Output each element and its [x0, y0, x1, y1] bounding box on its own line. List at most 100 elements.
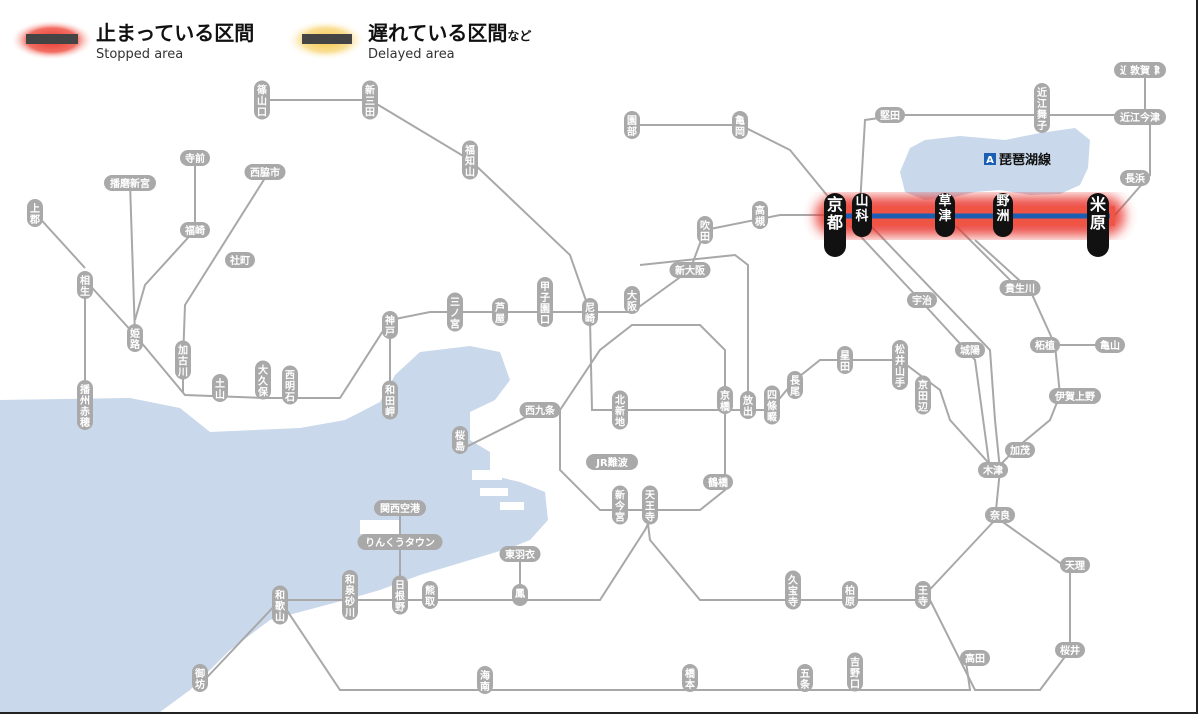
station-nishikujo-label: 西九条	[525, 404, 556, 417]
station-yamashina-label: 山科	[855, 193, 868, 224]
station-nara[interactable]: 奈良	[985, 507, 1015, 523]
station-kashiwara-label: 柏原	[845, 584, 855, 608]
station-ashiya[interactable]: 芦屋	[492, 298, 508, 326]
station-koshienguchi-label: 甲子園口	[540, 281, 550, 326]
station-kobe[interactable]: 神戸	[382, 311, 398, 339]
station-joyo[interactable]: 城陽	[955, 342, 985, 358]
station-sakurajima[interactable]: 桜島	[452, 426, 468, 454]
station-takada[interactable]: 高田	[960, 650, 990, 666]
station-tsuchiyama[interactable]: 土山	[212, 374, 228, 402]
station-kyotanabe[interactable]: 京田辺	[915, 375, 931, 415]
station-katata[interactable]: 堅田	[875, 107, 905, 123]
station-kizu[interactable]: 木津	[978, 462, 1008, 478]
station-higashihagoromo[interactable]: 東羽衣	[499, 546, 541, 562]
station-wakayama[interactable]: 和歌山	[272, 585, 288, 625]
station-takatsuki[interactable]: 高槻	[752, 201, 768, 229]
station-matsuiyamate-label: 松井山手	[895, 343, 905, 389]
station-kamigori[interactable]: 上郡	[27, 199, 43, 227]
station-maibara[interactable]	[1087, 193, 1109, 257]
station-aioi-label: 相生	[80, 274, 90, 298]
station-shinimamiya[interactable]: 新今宮	[612, 485, 628, 525]
station-tsuruhashi[interactable]: 鶴橋	[703, 474, 733, 490]
station-gojo[interactable]: 五条	[797, 664, 813, 692]
station-yamashina[interactable]	[852, 193, 872, 237]
station-harimashinguu[interactable]: 播磨新宮	[104, 175, 156, 191]
station-hashimoto[interactable]: 橋本	[682, 664, 698, 692]
station-aioi[interactable]: 相生	[77, 271, 93, 299]
station-sonobe[interactable]: 園部	[624, 111, 640, 139]
station-kitashinchi-label: 北新地	[615, 394, 625, 429]
station-kyobashi[interactable]: 京橋	[717, 386, 733, 414]
station-amagasaki[interactable]: 尼崎	[582, 298, 598, 326]
station-shinsanda[interactable]: 新三田	[362, 80, 378, 120]
station-sasayamaguchi[interactable]: 篠山口	[254, 80, 270, 120]
station-kibukawa[interactable]: 貴生川	[999, 280, 1041, 296]
station-omi_maiko[interactable]: 近江舞子	[1034, 83, 1050, 133]
station-omi_imazu[interactable]: 近江今津	[1114, 109, 1166, 125]
station-shinosaka[interactable]: 新大阪	[669, 262, 711, 278]
biwako-line-label: A 琵琶湖線	[984, 152, 1052, 168]
station-nishiwakishi[interactable]: 西脇市	[244, 164, 286, 180]
station-kakogawa[interactable]: 加古川	[175, 340, 191, 380]
station-nishikujo[interactable]: 西九条	[519, 402, 561, 418]
station-yasu[interactable]	[993, 193, 1013, 237]
station-kyuhoji[interactable]: 久宝寺	[785, 570, 801, 610]
station-jrnamba[interactable]: JR難波	[586, 454, 638, 470]
station-shinhoshida[interactable]: 星田	[837, 346, 853, 374]
station-osaka-label: 大阪	[627, 289, 638, 313]
station-koshienguchi[interactable]: 甲子園口	[537, 277, 553, 327]
station-sakurai[interactable]: 桜井	[1055, 642, 1085, 658]
station-kyoto[interactable]	[824, 193, 846, 257]
station-banshuako[interactable]: 播州赤穂	[77, 380, 93, 430]
station-otori[interactable]: 鳳	[512, 584, 528, 606]
station-yasu-label: 野洲	[996, 194, 1009, 224]
station-kitashinchi[interactable]: 北新地	[612, 390, 628, 430]
station-iga_ueno[interactable]: 伊賀上野	[1049, 388, 1101, 404]
station-tsuge[interactable]: 柘植	[1030, 337, 1060, 353]
station-kamo[interactable]: 加茂	[1005, 442, 1035, 458]
station-nagahama[interactable]: 長浜	[1120, 170, 1150, 186]
station-sannomiya[interactable]: 三ノ宮	[447, 292, 463, 332]
station-uji[interactable]: 宇治	[907, 292, 937, 308]
station-sannomiya-label: 三ノ宮	[450, 297, 460, 331]
station-hineno[interactable]: 日根野	[392, 575, 408, 615]
station-tenri[interactable]: 天理	[1060, 557, 1090, 573]
station-tsuruhashi-label: 鶴橋	[708, 476, 729, 489]
station-izumisunagawa[interactable]: 和泉砂川	[342, 570, 358, 620]
station-yoshinoguchi[interactable]: 吉野口	[847, 652, 863, 692]
station-tsuruga-label: 敦賀	[1130, 64, 1150, 77]
station-wadamisaki[interactable]: 和田岬	[382, 380, 398, 420]
station-yashiro[interactable]: 社町	[225, 252, 255, 268]
station-gobo[interactable]: 御坊	[192, 664, 208, 692]
station-himeji-label: 姫路	[130, 327, 141, 351]
station-himeji[interactable]: 姫路	[127, 324, 143, 352]
station-matsuiyamate[interactable]: 松井山手	[892, 340, 908, 390]
station-tsuruga[interactable]: 敦賀	[1125, 62, 1155, 78]
station-kumatori[interactable]: 熊取	[422, 581, 438, 609]
station-kameyama[interactable]: 亀山	[1095, 337, 1125, 353]
station-fukusaki[interactable]: 福崎	[180, 222, 210, 238]
station-fukusaki-label: 福崎	[184, 224, 205, 237]
station-rinku_town[interactable]: りんくうタウン	[357, 534, 443, 550]
station-nagao[interactable]: 長尾	[787, 371, 803, 399]
station-kashiwara[interactable]: 柏原	[842, 581, 858, 609]
station-osaka[interactable]: 大阪	[624, 286, 640, 314]
station-nishiakashi[interactable]: 西明石	[282, 365, 298, 405]
station-fukuchiyama[interactable]: 福知山	[462, 140, 478, 180]
station-kusatsu[interactable]	[935, 193, 955, 237]
station-teramae[interactable]: 寺前	[180, 150, 210, 166]
station-okubo[interactable]: 大久保	[255, 360, 271, 400]
station-hanaten[interactable]: 放出	[740, 391, 756, 419]
station-kameoka[interactable]: 亀岡	[732, 111, 748, 139]
station-wakayama-label: 和歌山	[274, 589, 286, 624]
station-suita[interactable]: 吹田	[697, 216, 713, 244]
station-tennoji[interactable]: 天王寺	[642, 485, 658, 525]
station-oji[interactable]: 王寺	[915, 581, 931, 609]
station-kansai_airport[interactable]: 関西空港	[374, 500, 426, 516]
station-kyobashi-label: 京橋	[720, 389, 731, 413]
station-kyoto-label: 京都	[826, 195, 843, 232]
station-nara-label: 奈良	[989, 509, 1010, 522]
station-shijonawate[interactable]: 四條畷	[764, 385, 780, 425]
station-kainan[interactable]: 海南	[477, 666, 493, 694]
line-badge: A	[986, 155, 994, 166]
